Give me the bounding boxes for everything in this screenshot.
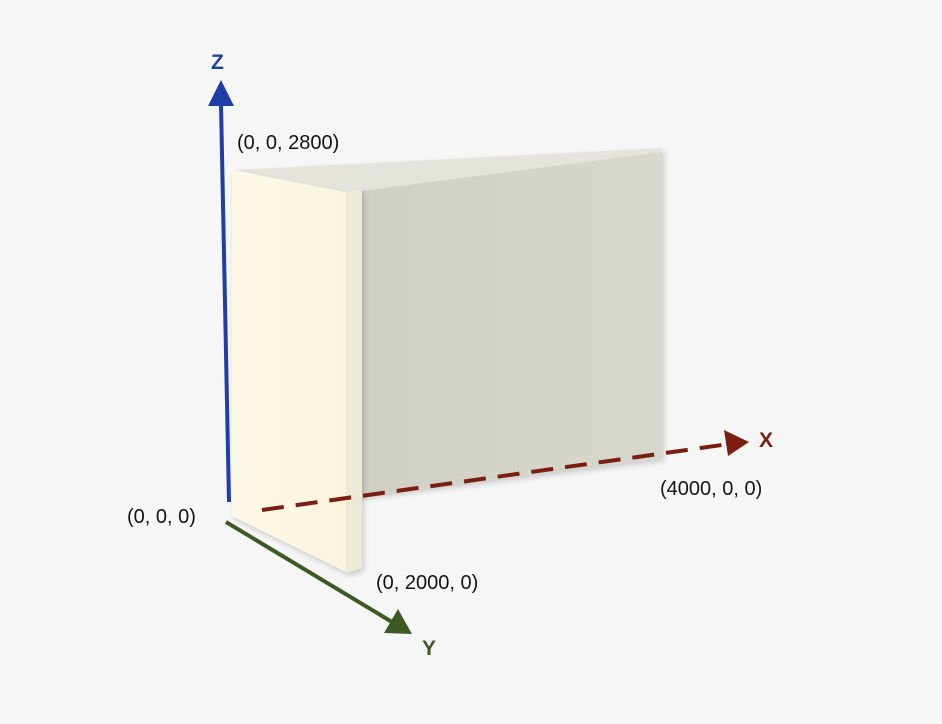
z-axis-arrowhead [208,80,234,106]
short-wall-face [232,170,346,572]
long-wall-face [346,150,662,498]
long-wall-top-edge [236,148,662,193]
y-axis-letter: Y [422,637,436,660]
x-axis-letter: X [759,429,773,452]
z-axis-letter: Z [211,51,224,74]
x-axis-line [261,443,723,512]
z-axis-line [219,103,231,503]
y-axis-arrowhead [384,609,412,634]
z-top-label: (0, 0, 2800) [237,132,339,154]
short-wall [232,170,362,573]
y-axis-line [224,520,394,624]
x-axis-arrowhead [724,430,749,456]
long-wall [236,148,662,498]
x-axis: X [261,429,773,512]
origin-label: (0, 0, 0) [127,506,196,528]
x-end-label: (4000, 0, 0) [660,478,762,500]
short-wall-edge [346,188,362,573]
y-axis: Y [224,520,436,660]
z-axis: Z [208,51,234,503]
y-end-label: (0, 2000, 0) [376,572,478,594]
